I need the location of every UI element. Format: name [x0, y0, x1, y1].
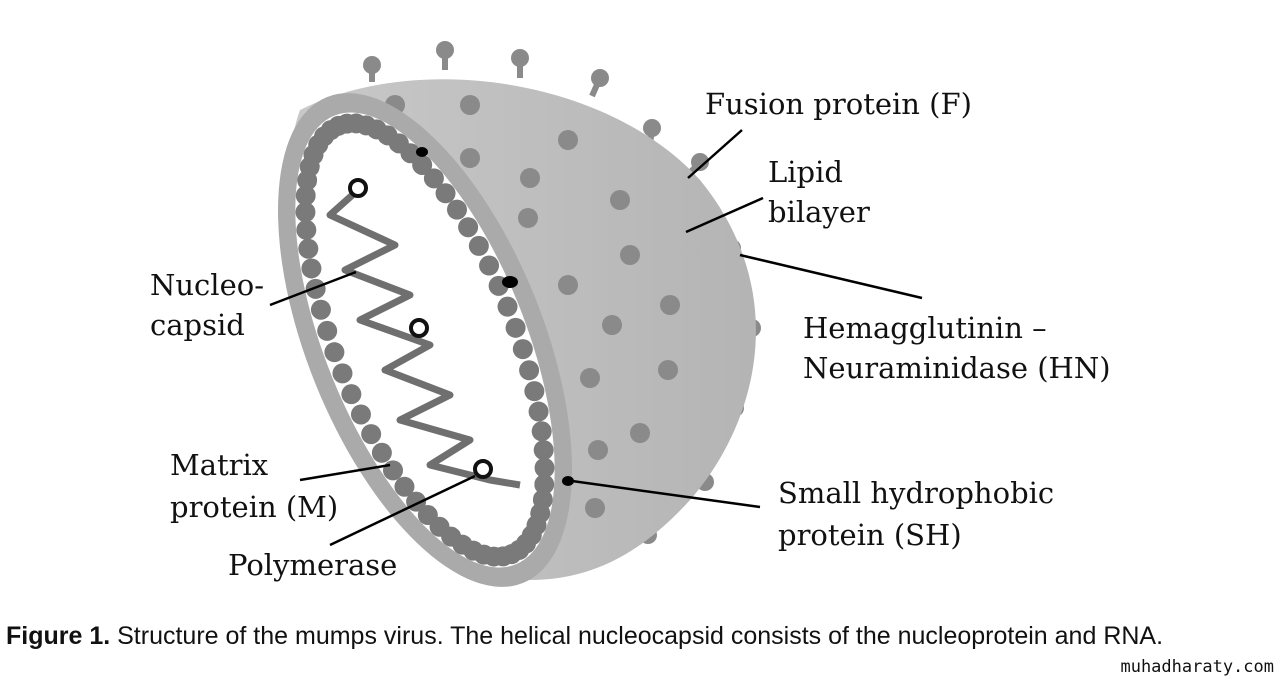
glycoprotein-spike-head — [691, 153, 709, 171]
matrix-protein-bead — [519, 360, 540, 381]
caption-text: Structure of the mumps virus. The helica… — [110, 622, 1164, 650]
glycoprotein-spike-head — [643, 119, 661, 137]
matrix-protein-bead — [305, 278, 326, 299]
sh-protein-dots — [416, 147, 574, 486]
label-matrix-protein: protein (M) — [170, 490, 339, 524]
label-matrix: Matrix — [170, 448, 269, 482]
surface-protein — [520, 168, 540, 188]
matrix-protein-bead — [512, 339, 533, 360]
matrix-protein-bead — [497, 296, 518, 317]
watermark: muhadharaty.com — [1120, 657, 1274, 677]
label-lipid: Lipid — [768, 155, 843, 189]
surface-protein — [585, 498, 605, 518]
glycoprotein-spike-head — [511, 49, 529, 67]
surface-protein — [518, 208, 538, 228]
matrix-protein-bead — [371, 442, 392, 463]
matrix-protein-bead — [435, 183, 456, 204]
surface-protein — [660, 295, 680, 315]
matrix-protein-bead — [295, 202, 316, 223]
matrix-protein-bead — [531, 421, 552, 442]
caption-prefix: Figure 1. — [6, 622, 111, 650]
glycoprotein-spike-head — [363, 56, 381, 74]
matrix-protein-bead — [341, 384, 362, 405]
label-neuraminidase: Neuraminidase (HN) — [803, 351, 1111, 385]
surface-protein — [588, 440, 608, 460]
matrix-protein-bead — [533, 440, 554, 461]
label-bilayer: bilayer — [768, 195, 870, 229]
label-small-hydrophobic: Small hydrophobic — [778, 476, 1055, 510]
label-nucleocapsid-2: capsid — [150, 308, 245, 342]
label-hemagglutinin: Hemagglutinin – — [803, 311, 1047, 345]
matrix-protein-bead — [468, 235, 489, 256]
polymerase-icons — [348, 178, 493, 479]
matrix-protein-bead — [350, 404, 371, 425]
matrix-protein-bead — [479, 255, 500, 276]
surface-protein — [620, 245, 640, 265]
surface-protein — [602, 315, 622, 335]
label-nucleocapsid-1: Nucleo- — [150, 268, 264, 302]
surface-protein — [580, 368, 600, 388]
glycoprotein-spike-head — [591, 69, 609, 87]
label-sh-protein: protein (SH) — [778, 518, 962, 552]
surface-protein — [610, 190, 630, 210]
surface-protein — [658, 360, 678, 380]
matrix-protein-bead — [394, 476, 415, 497]
matrix-protein-bead — [423, 168, 444, 189]
matrix-protein-bead — [310, 299, 331, 320]
label-polymerase: Polymerase — [228, 548, 398, 582]
matrix-protein-bead — [361, 424, 382, 445]
matrix-protein-bead — [417, 505, 438, 526]
matrix-protein-bead — [383, 460, 404, 481]
surface-protein — [558, 275, 578, 295]
matrix-protein-bead — [534, 457, 555, 478]
matrix-protein-bead — [528, 401, 549, 422]
matrix-protein-bead — [324, 342, 345, 363]
matrix-protein-bead — [458, 217, 479, 238]
matrix-protein-bead — [412, 154, 433, 175]
matrix-protein-bead — [296, 219, 317, 240]
matrix-protein-bead — [317, 320, 338, 341]
matrix-protein-bead — [332, 363, 353, 384]
surface-protein — [630, 423, 650, 443]
surface-protein — [558, 130, 578, 150]
matrix-protein-bead — [298, 238, 319, 259]
surface-protein — [460, 95, 480, 115]
label-fusion-protein: Fusion protein (F) — [705, 87, 972, 121]
matrix-protein-bead — [505, 317, 526, 338]
matrix-protein-bead — [524, 381, 545, 402]
matrix-protein-bead — [446, 199, 467, 220]
surface-protein — [460, 148, 480, 168]
leader-lines — [269, 129, 923, 547]
figure-caption: Figure 1. Structure of the mumps virus. … — [6, 622, 1163, 651]
matrix-protein-layer — [295, 113, 555, 567]
glycoprotein-spike-head — [436, 41, 454, 59]
matrix-protein-bead — [301, 258, 322, 279]
matrix-protein-bead — [295, 185, 316, 206]
nucleocapsid-helix — [326, 187, 521, 489]
matrix-protein-bead — [534, 474, 555, 495]
